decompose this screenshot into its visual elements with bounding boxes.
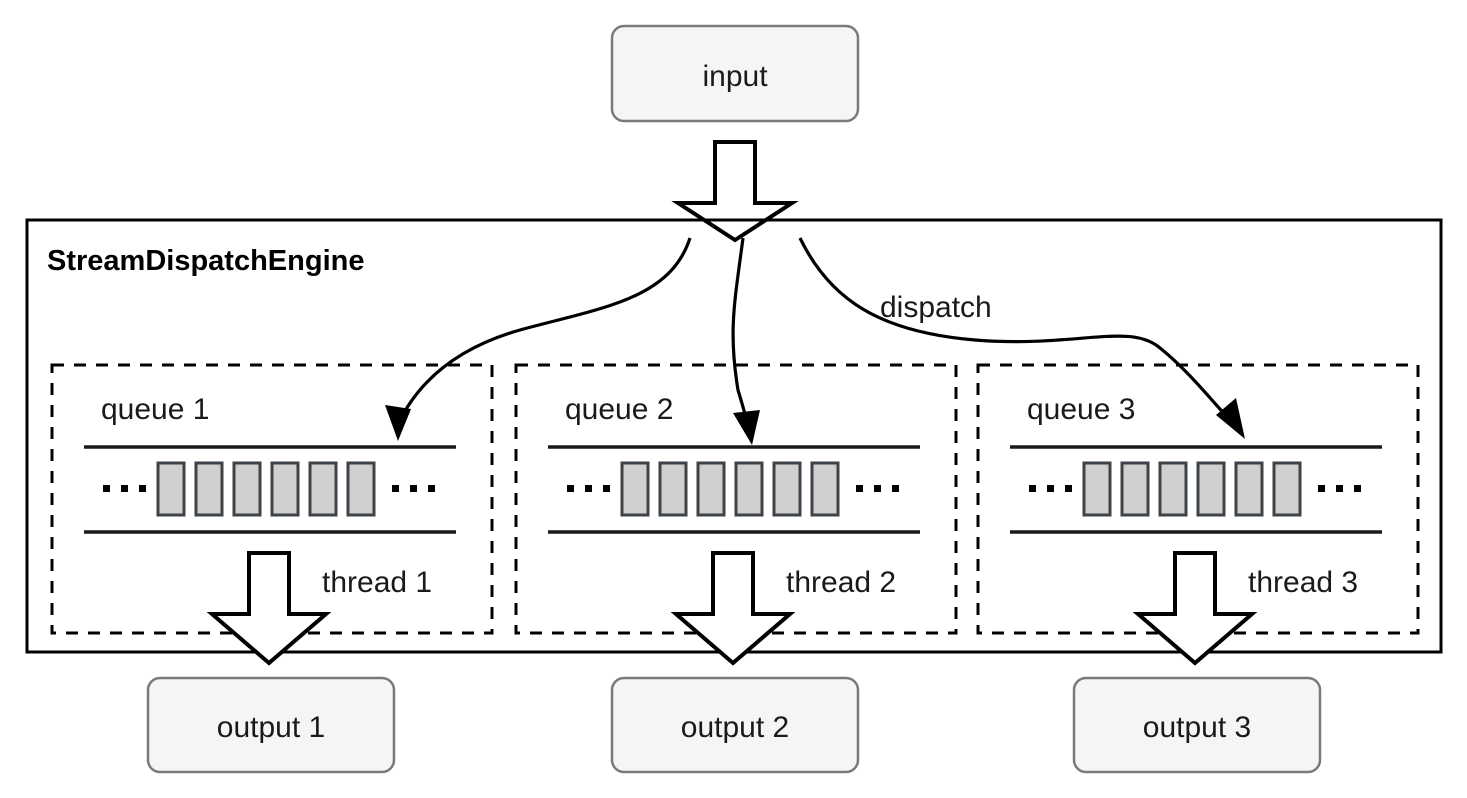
queue-leading-ellipsis-3 [1029, 485, 1072, 492]
output-box-2[interactable] [610, 676, 860, 774]
output-label-3: output 3 [1143, 711, 1251, 744]
queue-cell [232, 461, 262, 517]
dispatch-curve-2 [731, 237, 760, 445]
input-block-arrow-icon [671, 140, 799, 243]
output-box-3[interactable] [1072, 676, 1322, 774]
dispatch-label: dispatch [880, 291, 992, 324]
engine-title: StreamDispatchEngine [47, 245, 364, 277]
output-label-1: output 1 [217, 711, 325, 744]
queue-cells-3 [1082, 461, 1302, 517]
queue-cell [1272, 461, 1302, 517]
queue-cell [1234, 461, 1264, 517]
queue-cell [1196, 461, 1226, 517]
queue-leading-ellipsis-2 [567, 485, 610, 492]
lane-2: queue 2 thread 2 [514, 363, 958, 666]
input-label: input [702, 60, 768, 93]
dispatch-curve-1 [385, 237, 692, 441]
output-node-2[interactable]: output 2 [610, 676, 860, 774]
thread-label-3: thread 3 [1248, 566, 1358, 599]
queue-label-1: queue 1 [101, 393, 209, 426]
output-box-1[interactable] [146, 676, 396, 774]
output-node-3[interactable]: output 3 [1072, 676, 1322, 774]
lane-1: queue 1 thread 1 [50, 363, 494, 666]
queue-cell [1082, 461, 1112, 517]
output-node-1[interactable]: output 1 [146, 676, 396, 774]
thread-output-arrow-1-icon [206, 551, 332, 666]
dispatch-arrowhead-2-icon [733, 410, 760, 445]
queue-cell [270, 461, 300, 517]
thread-label-2: thread 2 [786, 566, 896, 599]
queue-trailing-ellipsis-1 [392, 485, 435, 492]
queue-cell [772, 461, 802, 517]
queue-cell [1120, 461, 1150, 517]
queue-trailing-ellipsis-2 [856, 485, 899, 492]
queue-cell [156, 461, 186, 517]
queue-cell [194, 461, 224, 517]
queue-cells-1 [156, 461, 376, 517]
thread-output-arrow-2-icon [670, 551, 796, 666]
lane-3: queue 3 thread 3 [976, 363, 1420, 666]
queue-cell [810, 461, 840, 517]
queue-label-2: queue 2 [565, 393, 673, 426]
queue-cell [696, 461, 726, 517]
queue-cell [734, 461, 764, 517]
input-node[interactable]: input [610, 24, 860, 123]
queue-cell [308, 461, 338, 517]
output-label-2: output 2 [681, 711, 789, 744]
input-box[interactable] [610, 24, 860, 123]
dispatch-arrowhead-3-icon [1216, 398, 1245, 439]
dispatch-arrowhead-1-icon [385, 405, 411, 441]
dispatch-curve-3 [798, 237, 1245, 439]
queue-cell [620, 461, 650, 517]
thread-output-arrow-3-icon [1132, 551, 1258, 666]
queue-cell [658, 461, 688, 517]
queue-leading-ellipsis-1 [103, 485, 146, 492]
queue-cells-2 [620, 461, 840, 517]
queue-label-3: queue 3 [1027, 393, 1135, 426]
queue-cell [1158, 461, 1188, 517]
queue-trailing-ellipsis-3 [1318, 485, 1361, 492]
thread-label-1: thread 1 [322, 566, 432, 599]
queue-cell [346, 461, 376, 517]
